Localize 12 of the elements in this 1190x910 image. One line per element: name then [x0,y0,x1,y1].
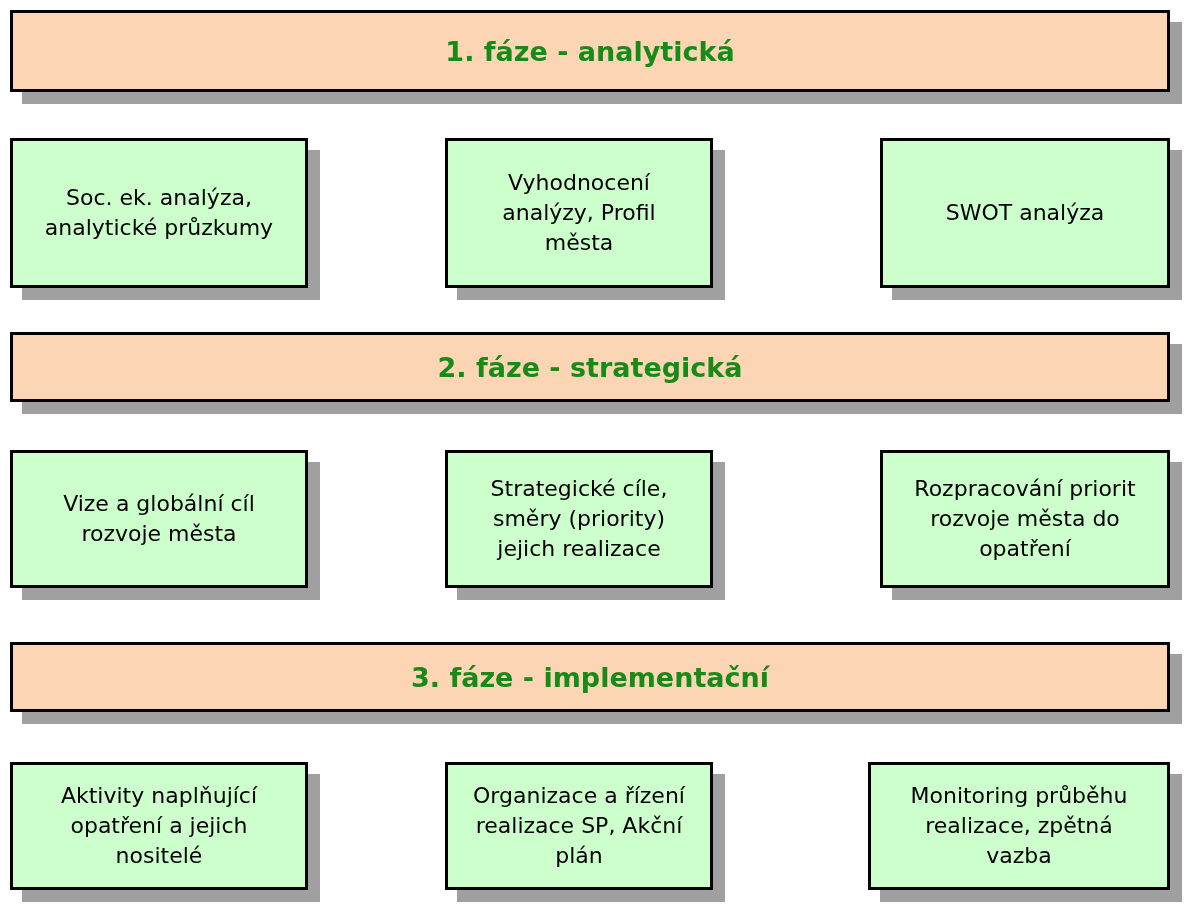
step-text: Monitoring průběhu realizace, zpětná vazba [909,782,1129,870]
step-text: SWOT analýza [944,199,1106,228]
step-text: Vyhodnocení analýzy, Profil města [501,169,657,257]
step-text: Vize a globální cíl rozvoje města [62,490,256,548]
phase-title: 2. fáze - strategická [437,351,743,383]
step-text: Strategické cíle, směry (priority) jejich realizace [489,475,669,563]
step-text: Organizace a řízení realizace SP, Akční plán [472,782,686,870]
step-text: Soc. ek. analýza, analytické průzkumy [43,184,275,242]
phase-title: 1. fáze - analytická [445,35,735,67]
phase-title: 3. fáze - implementační [411,661,769,693]
step-text: Rozpracování priorit rozvoje města do opatření [913,475,1137,563]
step-text: Aktivity naplňující opatření a jejich nositelé [59,782,259,870]
